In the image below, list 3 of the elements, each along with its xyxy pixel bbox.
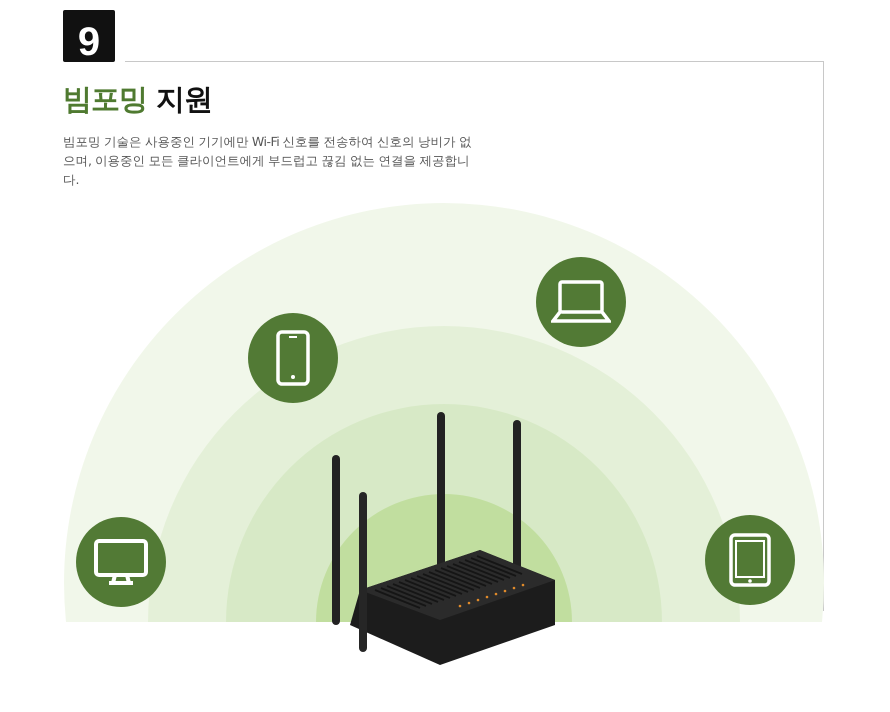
section-number: 9: [63, 10, 115, 62]
description: 빔포밍 기술은 사용중인 기기에만 Wi-Fi 신호를 전송하여 신호의 낭비가 없으며, 이용중인 모든 클라이언트에게 부드럽고 끊김 없는 연결을 제공합니다.: [63, 133, 473, 189]
title: 빔포밍 지원: [63, 81, 212, 118]
